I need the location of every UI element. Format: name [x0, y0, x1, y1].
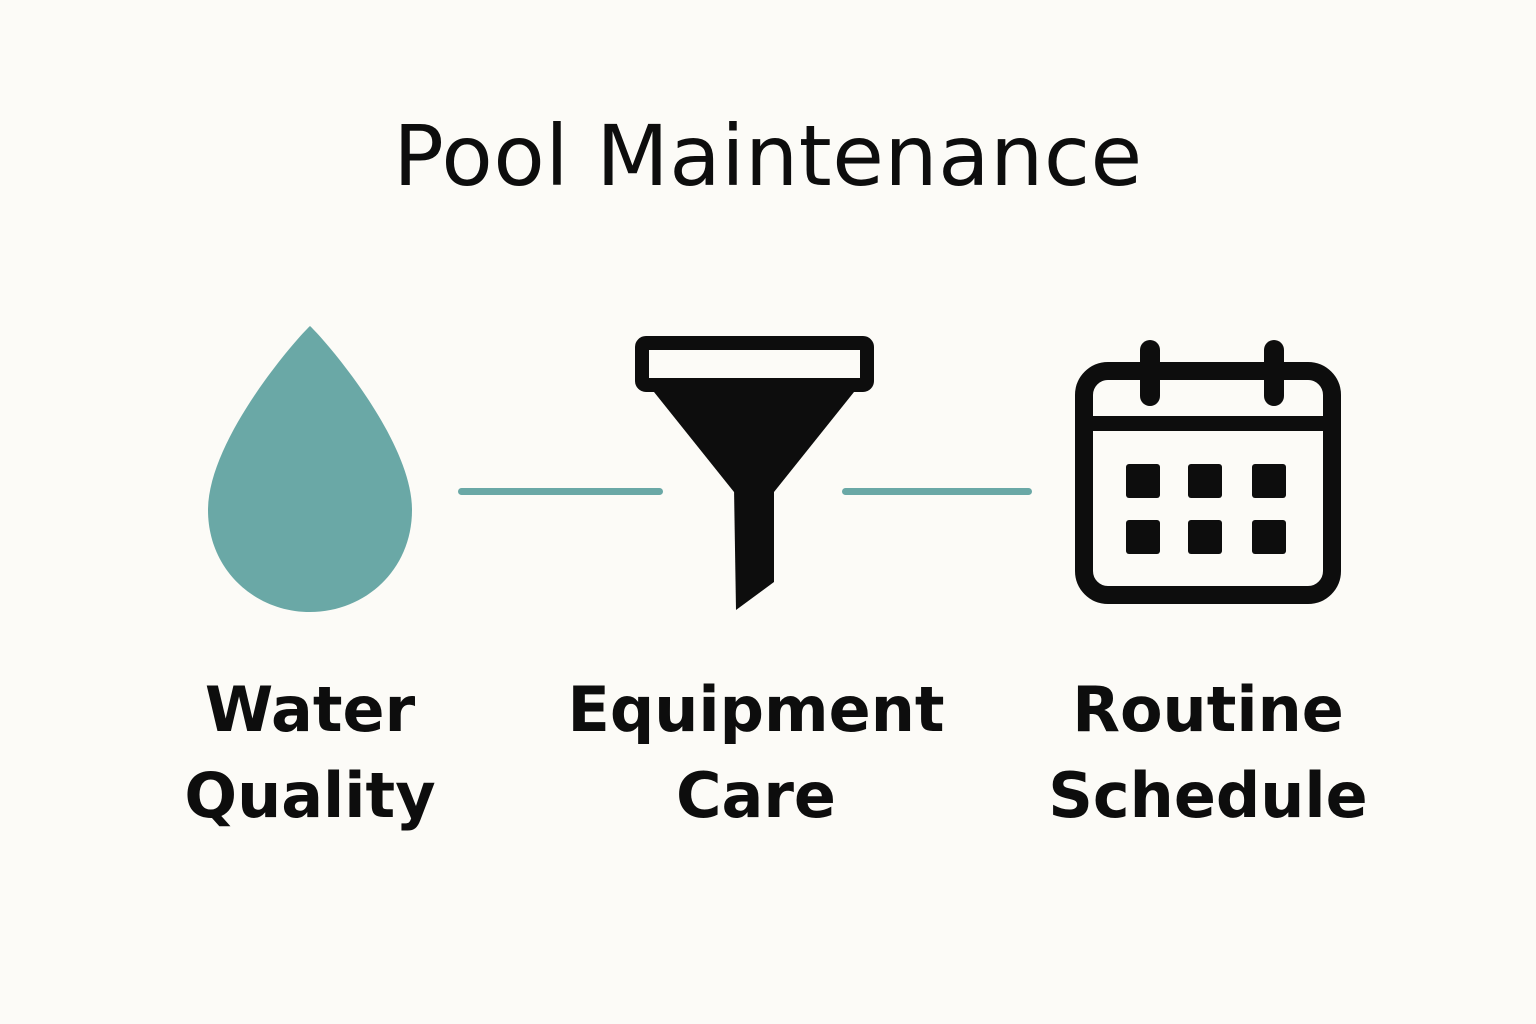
- step-label-line: Care: [676, 759, 836, 832]
- step-label-line: Equipment: [567, 673, 945, 746]
- step-label-line: Schedule: [1048, 759, 1368, 832]
- step-label-water-quality: Water Quality: [90, 667, 530, 839]
- diagram-title: Pool Maintenance: [393, 107, 1143, 205]
- water-drop-icon: [208, 326, 412, 612]
- calendar-icon: [1075, 340, 1341, 604]
- step-label-line: Routine: [1072, 673, 1344, 746]
- step-label-line: Water: [204, 673, 416, 746]
- funnel-filter-icon: [635, 336, 874, 610]
- step-label-equipment-care: Equipment Care: [536, 667, 976, 839]
- step-label-line: Quality: [184, 759, 436, 832]
- connector-line: [842, 488, 1032, 495]
- step-label-routine-schedule: Routine Schedule: [988, 667, 1428, 839]
- connector-line: [458, 488, 663, 495]
